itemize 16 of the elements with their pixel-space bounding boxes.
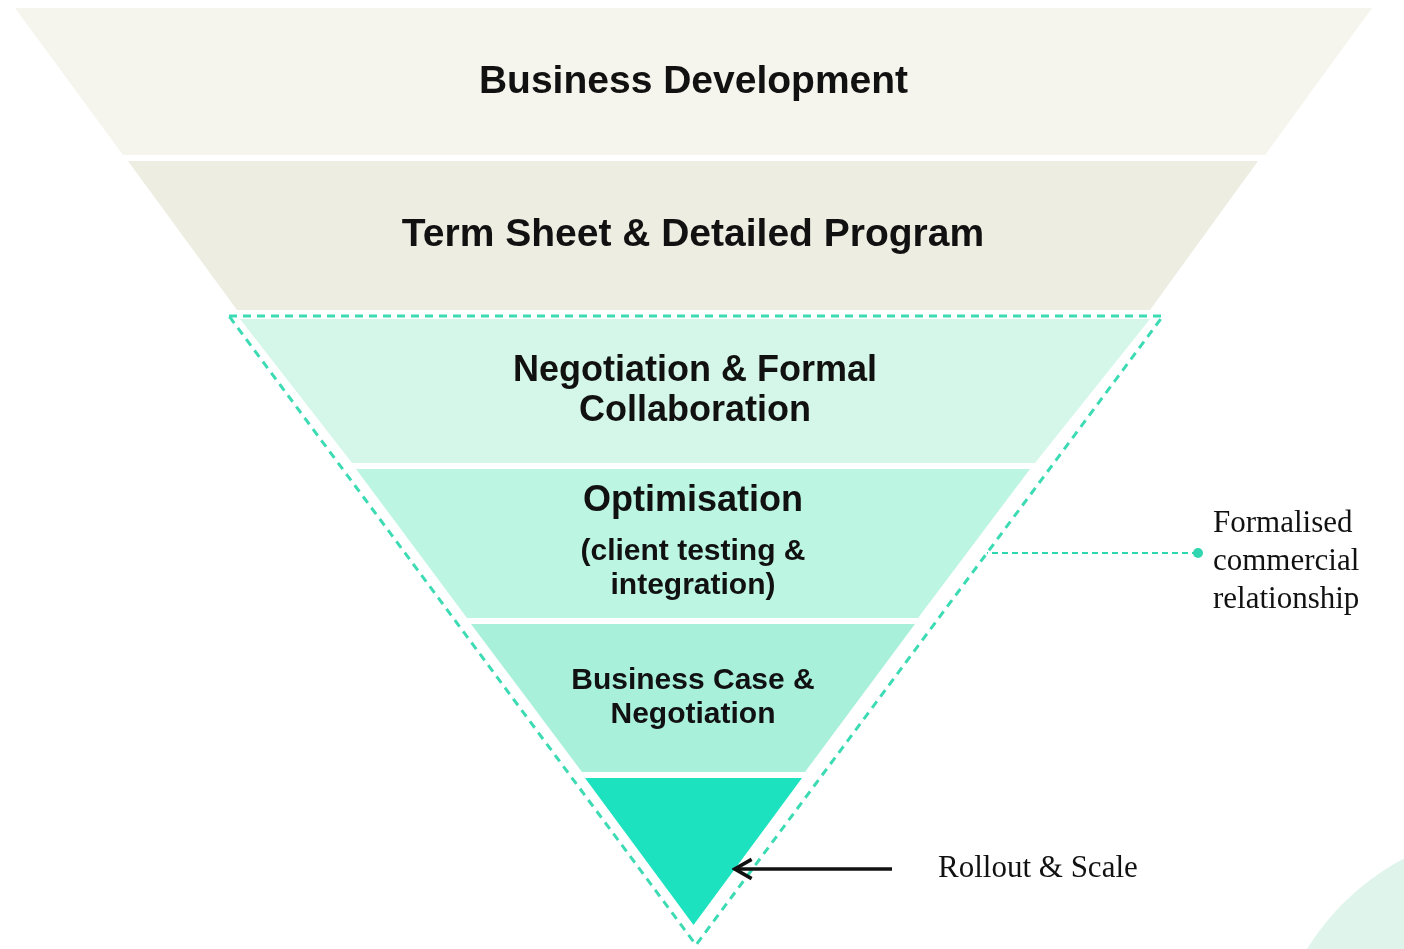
funnel-triangle [585, 778, 802, 925]
stage-label: Negotiation & Formal Collaboration [512, 349, 878, 430]
stage-label: Business Case & Negotiation [570, 662, 816, 730]
funnel-band [240, 319, 1150, 463]
arrow [733, 857, 892, 881]
leader-line [986, 548, 1203, 558]
stage-label: Term Sheet & Detailed Program [401, 211, 985, 255]
annotation-text: Rollout & Scale [938, 848, 1168, 886]
funnel-band [356, 469, 1030, 618]
stage-label: Business Development [478, 58, 909, 102]
stage-label: (client testing & integration) [579, 533, 807, 601]
annotation-text: Formalised commercial relationship [1213, 503, 1403, 617]
dashed-outline [229, 316, 1163, 945]
funnel-band [128, 161, 1258, 310]
stage-label: Optimisation [583, 479, 803, 520]
funnel-band [471, 624, 915, 772]
